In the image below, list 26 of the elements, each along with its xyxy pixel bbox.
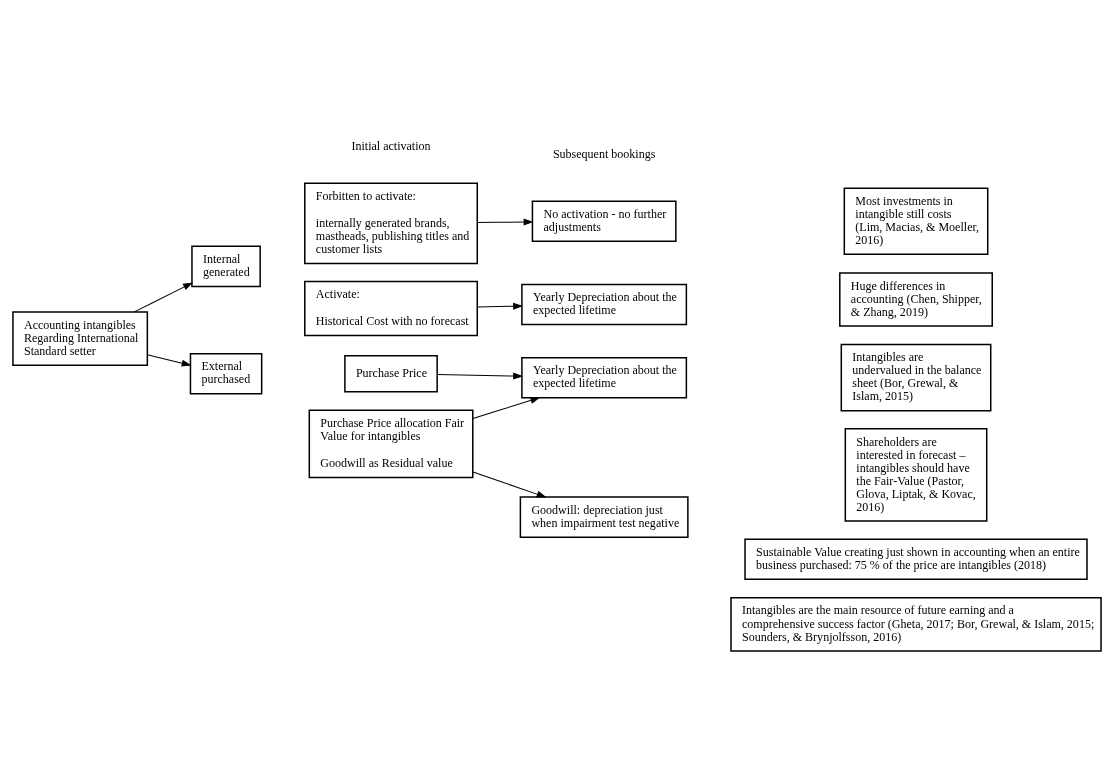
node-box: No activation - no further adjustments (531, 199, 677, 242)
node-box: Shareholders are interested in forecast – intangibles should have the Fair-Value (Pastor, Glova, Liptak, & Kovac, 2016) (844, 427, 988, 522)
node-box: Sustainable Value creating just shown in accounting when an entire business purchased: 75 % of the price are intangibles (2018) (744, 537, 1088, 580)
node-box: External purchased (189, 352, 263, 394)
node-box: Intangibles are undervalued in the balance sheet (Bor, Grewal, & Islam, 2015) (840, 343, 992, 412)
node-box: Purchase Price allocation Fair Value for intangibles Goodwill as Residual value (308, 409, 474, 478)
node-box: Internal generated (191, 245, 261, 287)
arrow (472, 396, 540, 419)
node-box: Goodwill: depreciation just when impairment test negative (519, 495, 689, 538)
label: Subsequent bookings (552, 146, 656, 161)
node-box: Intangibles are the main resource of future earning and a comprehensive success factor (Gheta, 2017; Bor, Grewal, & Islam, 2015; Sounders, & Brynjolfsson, 2016) (730, 596, 1102, 652)
arrow (476, 302, 523, 309)
arrow (133, 282, 193, 312)
node-box: Huge differences in accounting (Chen, Shipper, & Zhang, 2019) (839, 271, 993, 327)
node-box: Activate: Historical Cost with no forecast (304, 280, 478, 336)
label: Initial activation (351, 138, 431, 153)
arrow (147, 353, 191, 367)
arrow (436, 372, 523, 379)
arrow (472, 471, 546, 498)
node-box: Most investments in intangible still costs (Lim, Macias, & Moeller, 2016) (843, 186, 989, 255)
node-box: Accounting intangibles Regarding International Standard setter (12, 310, 149, 366)
node-box: Yearly Depreciation about the expected lifetime (521, 283, 688, 325)
node-box: Yearly Depreciation about the expected lifetime (521, 356, 688, 398)
node-box: Purchase Price (344, 354, 438, 392)
node-box: Forbitten to activate: internally generated brands, mastheads, publishing titles and customer lists (304, 181, 478, 264)
arrow (476, 218, 533, 225)
